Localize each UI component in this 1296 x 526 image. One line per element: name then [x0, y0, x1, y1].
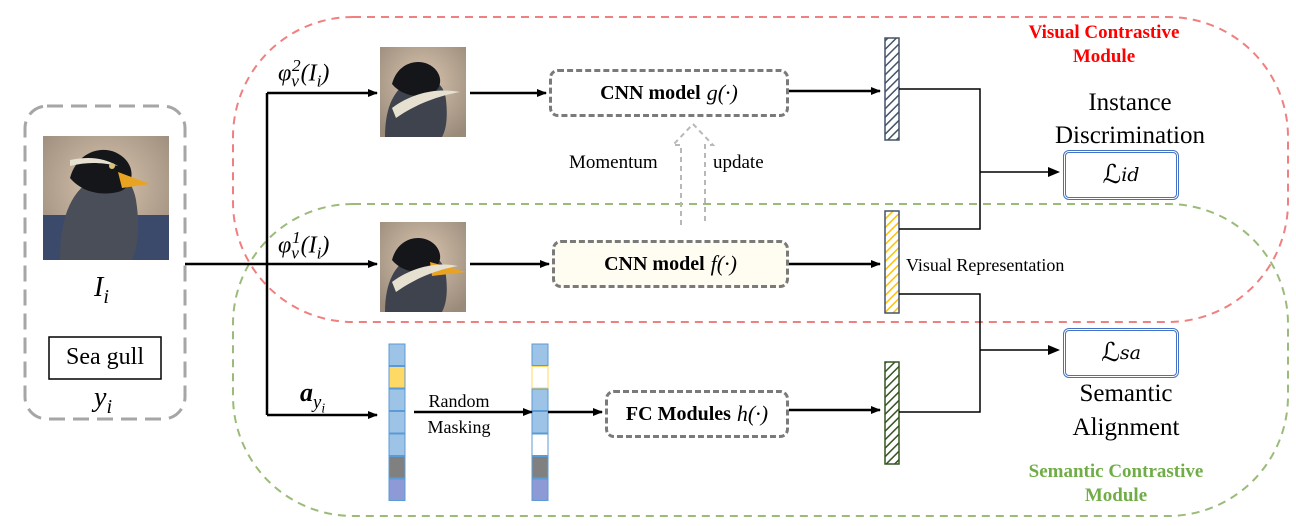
attr-label: ayi: [300, 378, 326, 416]
masked-vector-cell: [531, 388, 549, 411]
aug1-label: φv1(Ii): [278, 228, 330, 263]
masked-vector-cell: [531, 366, 549, 389]
augmented-image-2: [380, 47, 466, 137]
feature-bar-f: [884, 210, 900, 314]
cnn-g-label: CNN model: [600, 81, 701, 104]
momentum-label: Momentum: [569, 152, 658, 173]
input-image-symbol: Ii: [94, 272, 109, 309]
fc-h-block: FC Modules h(·): [605, 390, 789, 438]
masked-attribute-vector: [531, 343, 549, 501]
attribute-vector-cell: [388, 456, 406, 479]
attribute-vector-cell: [388, 388, 406, 411]
loss-sa-subscript: sa: [1119, 342, 1141, 364]
random-masking-label: Random Masking: [427, 391, 491, 437]
label-symbol: yi: [94, 382, 113, 419]
masked-vector-cell: [531, 456, 549, 479]
masked-vector-cell: [531, 433, 549, 456]
loss-id-symbol: ℒ: [1102, 160, 1122, 190]
instance-discrimination-label: Instance Discrimination: [1055, 89, 1205, 149]
attribute-vector: [388, 343, 406, 501]
cnn-f-fn: f(·): [710, 251, 737, 276]
class-name-label: Sea gull: [66, 344, 144, 370]
class-name-box: [48, 336, 162, 380]
semantic-contrastive-module-region: [232, 203, 1289, 517]
loss-id-subscript: id: [1121, 164, 1140, 186]
semantic-module-title: Semantic Contrastive Module: [1028, 461, 1204, 506]
masked-vector-cell: [531, 411, 549, 434]
attribute-vector-cell: [388, 411, 406, 434]
attribute-vector-cell: [388, 343, 406, 366]
cnn-f-label: CNN model: [604, 252, 705, 275]
feature-bar-h: [884, 361, 900, 465]
loss-sa-symbol: ℒ: [1101, 338, 1120, 368]
connector-sa-loss: [899, 293, 1058, 413]
attribute-vector-cell: [388, 478, 406, 501]
connector-id-loss: [899, 88, 1058, 230]
visual-representation-label: Visual Representation: [906, 255, 1065, 275]
attribute-vector-cell: [388, 433, 406, 456]
attribute-vector-cell: [388, 366, 406, 389]
input-panel: [23, 104, 187, 421]
fc-h-label: FC Modules: [625, 402, 731, 425]
feature-bar-g: [884, 37, 900, 141]
semantic-alignment-label: Semantic Alignment: [1072, 380, 1180, 441]
input-bird-image: [43, 136, 169, 260]
momentum-update-arrow: [670, 122, 716, 225]
fc-h-fn: h(·): [736, 401, 769, 426]
cnn-g-block: CNN model g(·): [549, 69, 789, 117]
augmented-image-1: [380, 222, 466, 312]
cnn-g-fn: g(·): [706, 80, 738, 105]
cnn-f-block: CNN model f(·): [552, 240, 789, 288]
aug2-label: φv2(Ii): [278, 56, 330, 91]
update-label: update: [713, 152, 764, 173]
masked-vector-cell: [531, 343, 549, 366]
visual-module-title: Visual Contrastive Module: [1028, 22, 1180, 67]
visual-contrastive-module-region: [232, 16, 1289, 323]
masked-vector-cell: [531, 478, 549, 501]
